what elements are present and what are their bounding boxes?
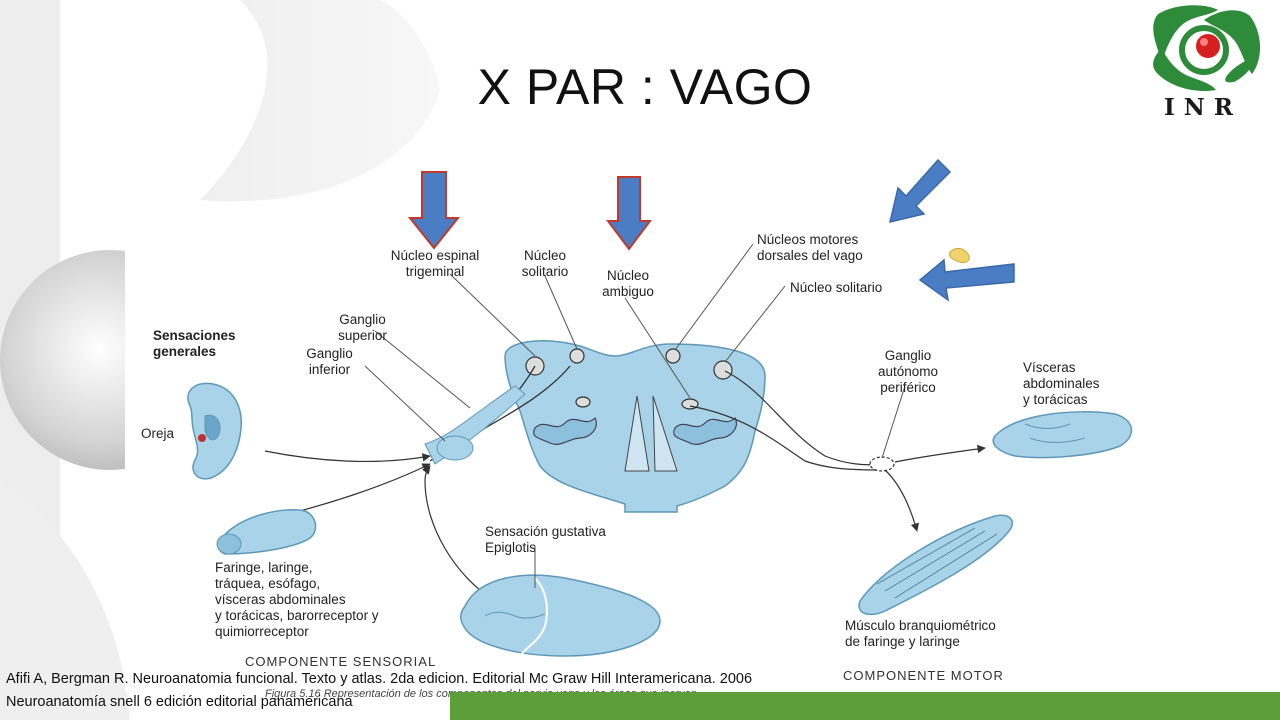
citation-line: Neuroanatomía snell 6 edición editorial … [6, 694, 353, 710]
label-line: Sensación gustativa [485, 524, 606, 539]
label-line: de faringe y laringe [845, 634, 960, 649]
footer-bar [450, 692, 1280, 720]
label-line: Ganglio [339, 312, 386, 327]
citation-line: Afifi A, Bergman R. Neuroanatomia funcio… [6, 671, 753, 687]
logo-emblem-icon [1153, 5, 1261, 92]
label-line: generales [153, 344, 217, 359]
down-arrow-icon [606, 176, 652, 251]
label-nucleo-solitario-right: Núcleo solitario [790, 280, 882, 296]
label-line: superior [338, 328, 387, 343]
label-nucleo-solitario-left: Núcleo solitario [510, 248, 580, 280]
label-componente-motor: COMPONENTE MOTOR [843, 668, 1004, 683]
label-line: abdominales [1023, 376, 1100, 391]
label-line: ambiguo [602, 284, 654, 299]
label-line: Epiglotis [485, 540, 537, 555]
label-line: vísceras abdominales [215, 592, 346, 607]
label-line: trigeminal [405, 264, 465, 279]
label-line: Ganglio [884, 348, 932, 363]
label-line: periférico [880, 380, 936, 395]
label-faringe: Faringe, laringe, tráquea, esófago, vísc… [215, 560, 379, 640]
label-line: Faringe, laringe, [215, 560, 313, 575]
label-line: solitario [521, 264, 569, 279]
slide-title: X PAR : VAGO [477, 59, 813, 115]
label-sensaciones-generales: Sensaciones generales [153, 328, 236, 360]
vagus-nerve-diagram: Núcleo espinal trigeminal Núcleo solitar… [125, 216, 1147, 700]
label-line: Núcleo [606, 268, 650, 283]
down-arrow-icon [408, 171, 460, 250]
label-line: y torácicas, barorreceptor y [215, 608, 379, 623]
diagonal-arrow-icon [888, 158, 952, 224]
label-componente-sensorial: COMPONENTE SENSORIAL [245, 654, 437, 669]
label-line: Núcleos motores [757, 232, 859, 247]
label-line: Núcleo [523, 248, 567, 263]
label-nucleos-motores: Núcleos motores dorsales del vago [757, 232, 863, 264]
label-line: Vísceras [1023, 360, 1076, 375]
muscle-icon [858, 514, 1014, 616]
highlight-mark-icon [949, 247, 970, 263]
logo-text: INR [1164, 94, 1242, 121]
left-arrow-icon [918, 258, 1015, 302]
label-oreja: Oreja [141, 426, 174, 442]
label-line: tráquea, esófago, [215, 576, 321, 591]
label-ganglio-superior: Ganglio superior [330, 312, 395, 344]
label-line: autónomo [877, 364, 939, 379]
label-musculo: Músculo branquiométrico de faringe y lar… [845, 618, 996, 650]
label-line: Ganglio [306, 346, 353, 361]
label-line: Núcleo espinal [390, 248, 480, 263]
inr-logo: INR [1138, 2, 1268, 122]
viscera-icon [992, 411, 1133, 459]
label-visceras: Vísceras abdominales y torácicas [1023, 360, 1100, 408]
label-line: Núcleo solitario [790, 280, 883, 295]
label-line: Músculo branquiométrico [845, 618, 996, 633]
label-line: quimiorreceptor [215, 624, 309, 639]
label-line: y torácicas [1023, 392, 1088, 407]
label-ganglio-inferior: Ganglio inferior [297, 346, 362, 378]
label-line: Sensaciones [153, 328, 236, 343]
tongue-icon [460, 574, 661, 657]
diagram-artwork [187, 243, 1133, 657]
label-line: inferior [308, 362, 351, 377]
label-ganglio-autonomo: Ganglio autónomo periférico [873, 348, 943, 396]
label-sensacion-gustativa: Sensación gustativa Epiglotis [485, 524, 606, 556]
label-nucleo-ambiguo: Núcleo ambiguo [593, 268, 663, 300]
label-line: dorsales del vago [757, 248, 863, 263]
label-line: Oreja [141, 426, 175, 441]
label-nucleo-espinal: Núcleo espinal trigeminal [370, 248, 500, 280]
